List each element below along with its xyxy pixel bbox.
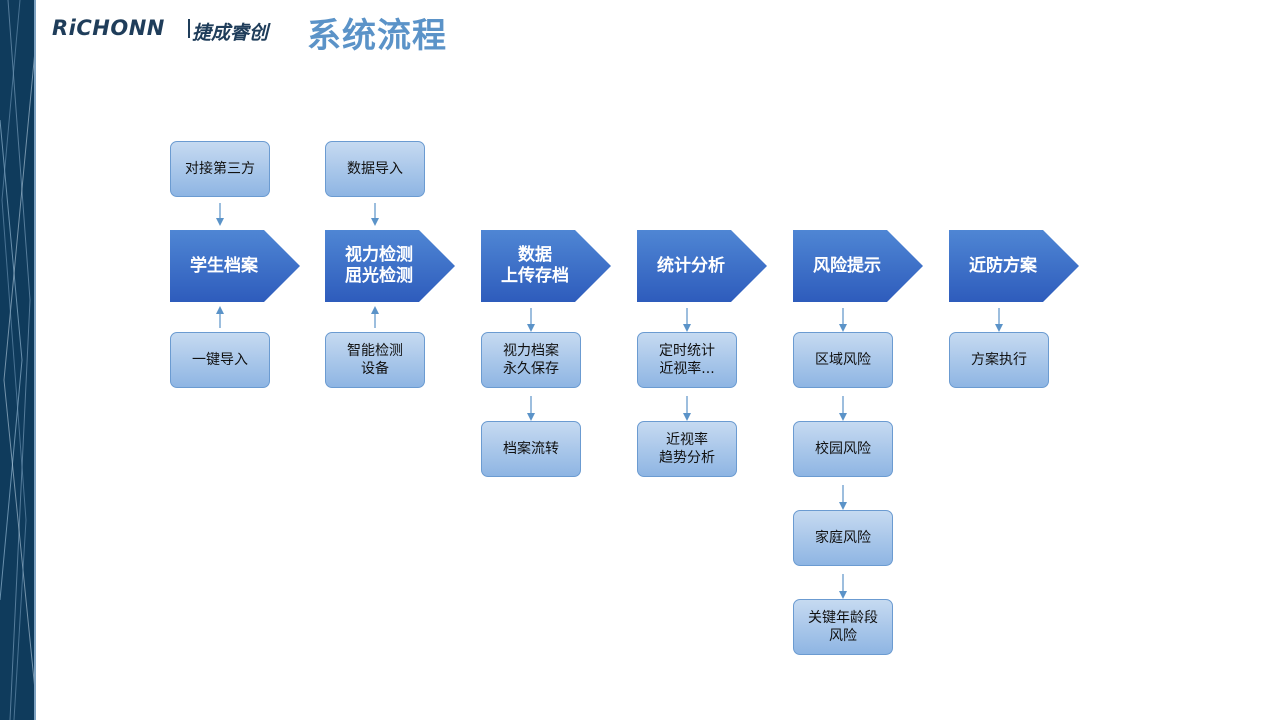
step-node: 智能检测 设备: [325, 332, 425, 388]
step-node: 家庭风险: [793, 510, 893, 566]
step-node: 方案执行: [949, 332, 1049, 388]
stage-chevron: 近防方案: [949, 230, 1079, 302]
step-node: 视力档案 永久保存: [481, 332, 581, 388]
stage-chevron: 数据 上传存档: [481, 230, 611, 302]
step-node: 关键年龄段 风险: [793, 599, 893, 655]
logo-wordmark: RiCHONN: [52, 16, 165, 40]
step-node: 定时统计 近视率...: [637, 332, 737, 388]
input-node: 对接第三方: [170, 141, 270, 197]
stage-chevron: 学生档案: [170, 230, 300, 302]
input-node: 数据导入: [325, 141, 425, 197]
left-decorative-bar: [0, 0, 36, 720]
step-node: 校园风险: [793, 421, 893, 477]
page-title: 系统流程: [307, 16, 447, 56]
stage-chevron: 视力检测 屈光检测: [325, 230, 455, 302]
stage-chevron: 风险提示: [793, 230, 923, 302]
step-node: 档案流转: [481, 421, 581, 477]
step-node: 近视率 趋势分析: [637, 421, 737, 477]
logo-chinese-name: 捷成睿创: [192, 22, 269, 44]
stage-chevron: 统计分析: [637, 230, 767, 302]
step-node: 区域风险: [793, 332, 893, 388]
step-node: 一键导入: [170, 332, 270, 388]
logo-separator: [188, 19, 190, 38]
